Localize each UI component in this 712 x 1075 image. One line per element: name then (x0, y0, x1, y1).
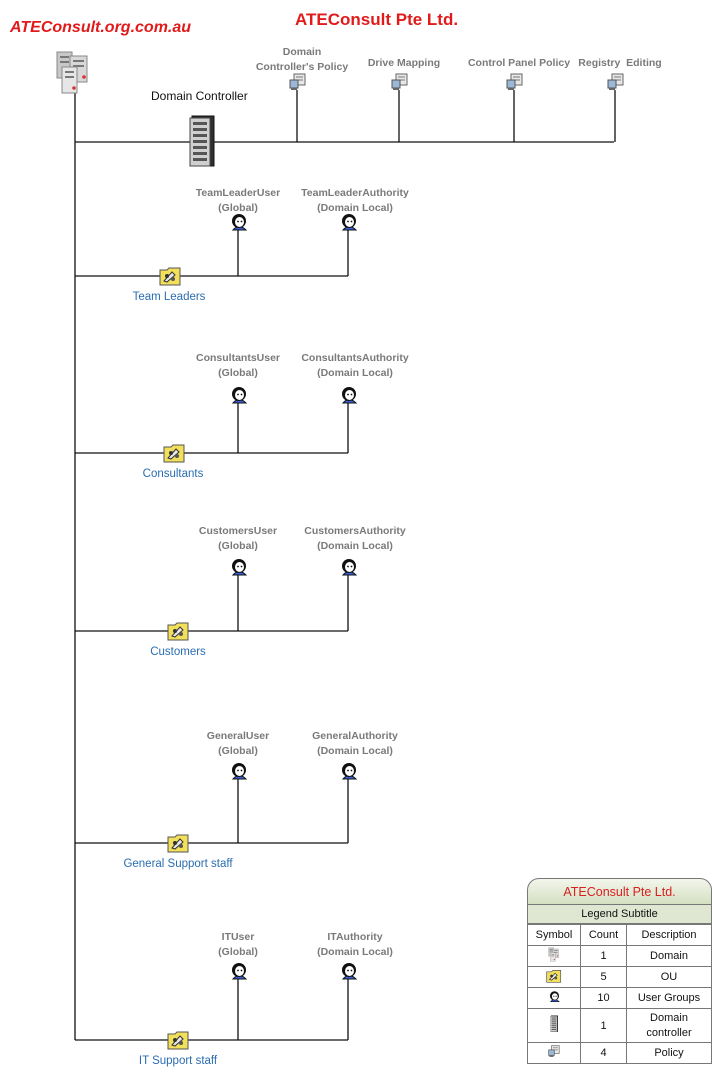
legend-row: 1 Domain controller (527, 1008, 712, 1043)
policy-icon (607, 73, 625, 96)
user-group-icon (339, 761, 359, 786)
legend-col-symbol: Symbol (527, 924, 581, 946)
user-group-icon (229, 961, 249, 986)
user-group-icon (548, 991, 561, 1006)
diagram-title: ATEConsult Pte Ltd. (295, 10, 459, 29)
policy-label: Domain Controller's Policy (255, 46, 349, 73)
legend-count: 5 (580, 966, 627, 988)
domain-icon (547, 947, 560, 965)
legend-row: 1 Domain (527, 945, 712, 967)
domain-controller-icon (188, 114, 216, 173)
ou-icon (167, 833, 189, 858)
ou-label: IT Support staff (138, 1055, 218, 1067)
global-group-label: ITUser (Global) (218, 931, 258, 958)
ou-icon (546, 969, 562, 986)
local-group-label: CustomersAuthority (Domain Local) (304, 525, 406, 552)
ou-label: Consultants (142, 468, 204, 480)
ou-icon (163, 443, 185, 468)
local-group-label: TeamLeaderAuthority (Domain Local) (301, 187, 409, 214)
legend-col-count: Count (580, 924, 627, 946)
ou-icon (167, 621, 189, 646)
legend-table: Symbol Count Description 1 Domain 5 OU 1… (527, 924, 712, 1064)
policy-label: Control Panel Policy (467, 57, 571, 69)
legend-row: 10 User Groups (527, 987, 712, 1009)
legend-subtitle: Legend Subtitle (527, 904, 712, 924)
legend-description: Domain (626, 945, 712, 967)
policy-label: Drive Mapping (367, 57, 441, 69)
user-group-icon (229, 212, 249, 237)
legend-description: OU (626, 966, 712, 988)
legend-header-row: Symbol Count Description (527, 924, 712, 946)
user-group-icon (339, 557, 359, 582)
ou-icon (167, 1030, 189, 1055)
user-group-icon (229, 385, 249, 410)
ou-label: Customers (150, 646, 206, 658)
legend-symbol (527, 945, 581, 967)
legend-symbol (527, 1042, 581, 1064)
global-group-label: CustomersUser (Global) (198, 525, 278, 552)
legend-title: ATEConsult Pte Ltd. (527, 878, 712, 906)
legend-description: Policy (626, 1042, 712, 1064)
legend-symbol (527, 987, 581, 1009)
policy-icon (391, 73, 409, 96)
policy-icon (289, 73, 307, 96)
policy-icon (548, 1045, 561, 1061)
domain-controller-icon (549, 1015, 559, 1036)
legend-symbol (527, 1008, 581, 1043)
user-group-icon (229, 761, 249, 786)
legend-count: 1 (580, 1008, 627, 1043)
legend-description: Domain controller (626, 1008, 712, 1043)
global-group-label: TeamLeaderUser (Global) (195, 187, 281, 214)
legend-count: 4 (580, 1042, 627, 1064)
local-group-label: ITAuthority (Domain Local) (317, 931, 393, 958)
legend-symbol (527, 966, 581, 988)
global-group-label: ConsultantsUser (Global) (195, 352, 281, 379)
legend-col-description: Description (626, 924, 712, 946)
ou-icon (159, 266, 181, 291)
legend-description: User Groups (626, 987, 712, 1009)
domain-icon (52, 50, 92, 99)
legend-row: 5 OU (527, 966, 712, 988)
domain-controller-label: Domain Controller (151, 89, 248, 103)
policy-label: Registry Editing (578, 57, 662, 69)
site-name: ATEConsult.org.com.au (10, 19, 192, 36)
legend: ATEConsult Pte Ltd. Legend Subtitle Symb… (527, 878, 712, 1070)
user-group-icon (339, 961, 359, 986)
legend-count: 1 (580, 945, 627, 967)
global-group-label: GeneralUser (Global) (206, 730, 270, 757)
ou-label: General Support staff (123, 858, 233, 870)
ou-label: Team Leaders (132, 291, 206, 303)
local-group-label: ConsultantsAuthority (Domain Local) (301, 352, 409, 379)
legend-count: 10 (580, 987, 627, 1009)
user-group-icon (339, 212, 359, 237)
policy-icon (506, 73, 524, 96)
user-group-icon (229, 557, 249, 582)
user-group-icon (339, 385, 359, 410)
legend-row: 4 Policy (527, 1042, 712, 1064)
local-group-label: GeneralAuthority (Domain Local) (312, 730, 398, 757)
